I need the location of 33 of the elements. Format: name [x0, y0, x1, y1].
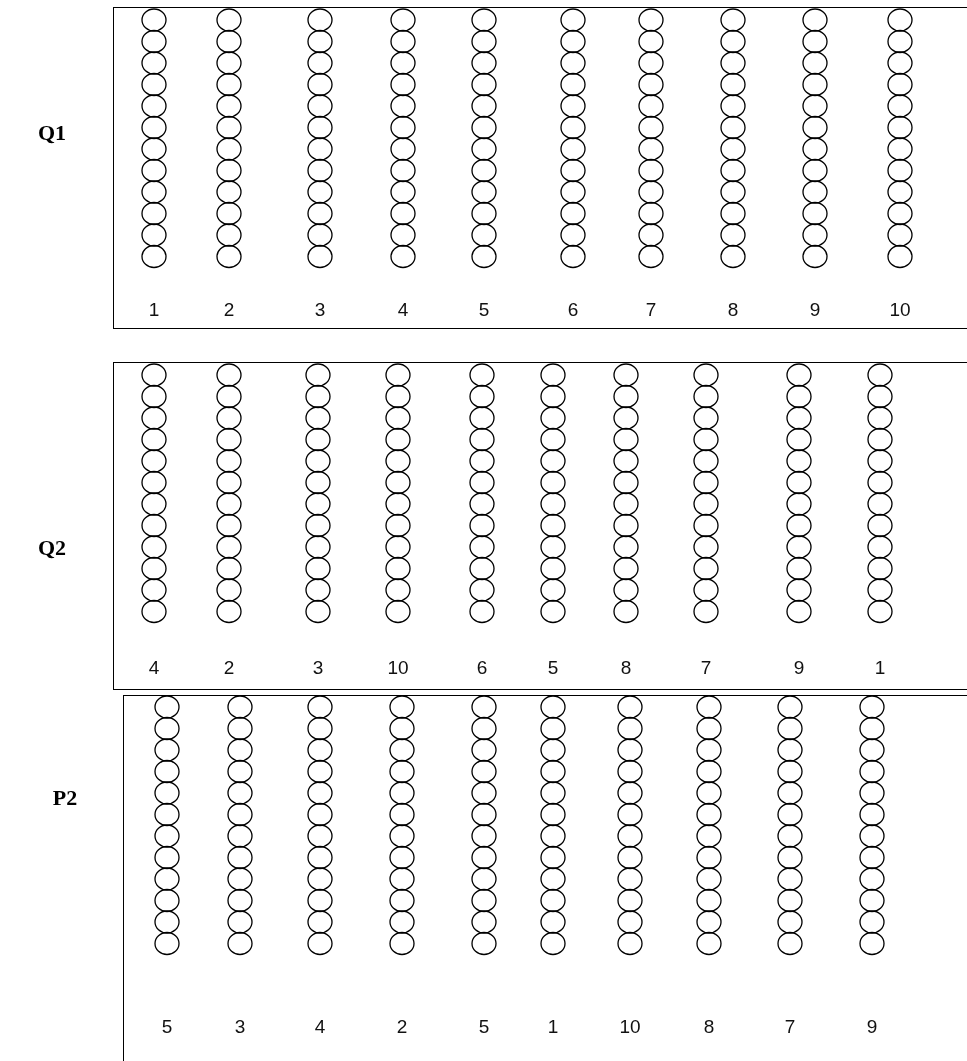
column-number: 6	[567, 299, 579, 321]
column-number: 3	[234, 1016, 246, 1038]
panel-label: Q1	[37, 121, 67, 145]
column-number: 7	[700, 657, 712, 679]
column-number: 5	[478, 299, 490, 321]
column-number: 7	[645, 299, 657, 321]
column-number: 4	[314, 1016, 326, 1038]
column-number: 4	[397, 299, 409, 321]
column-number: 2	[223, 299, 235, 321]
panel-label: Q2	[37, 536, 67, 560]
column-number: 3	[312, 657, 324, 679]
column-number: 8	[727, 299, 739, 321]
column-number: 9	[866, 1016, 878, 1038]
column-number: 6	[476, 657, 488, 679]
column-number: 9	[809, 299, 821, 321]
column-number: 3	[314, 299, 326, 321]
column-number: 2	[396, 1016, 408, 1038]
column-number: 10	[619, 1016, 641, 1038]
column-number: 10	[387, 657, 409, 679]
column-number: 8	[620, 657, 632, 679]
panel-label: P2	[52, 786, 78, 810]
column-number: 10	[889, 299, 911, 321]
column-number: 8	[703, 1016, 715, 1038]
column-number: 9	[793, 657, 805, 679]
column-number: 5	[161, 1016, 173, 1038]
column-number: 1	[148, 299, 160, 321]
column-number: 5	[478, 1016, 490, 1038]
column-number: 5	[547, 657, 559, 679]
column-number: 4	[148, 657, 160, 679]
column-number: 1	[874, 657, 886, 679]
column-number: 7	[784, 1016, 796, 1038]
column-number: 2	[223, 657, 235, 679]
column-number: 1	[547, 1016, 559, 1038]
